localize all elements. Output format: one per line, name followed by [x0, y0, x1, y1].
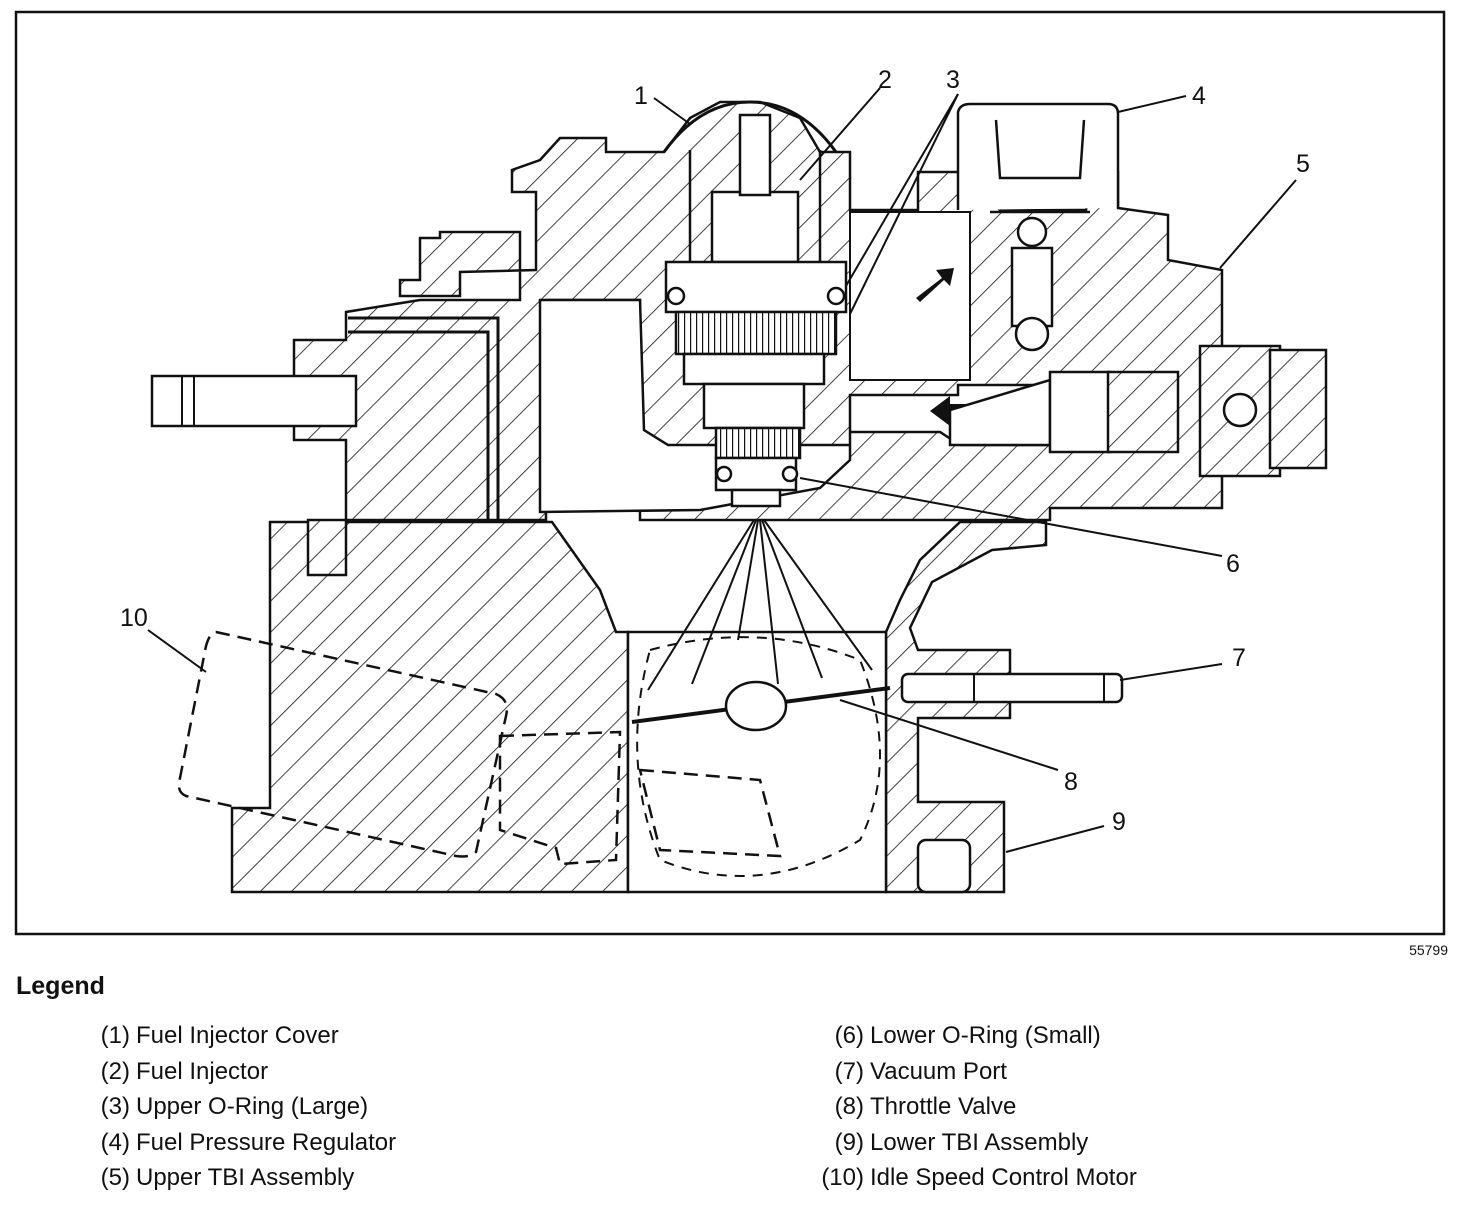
fuel-injector [664, 113, 848, 508]
callout-8: 8 [1064, 768, 1078, 796]
lower-o-ring-right [781, 465, 799, 483]
legend-number: (2) [100, 1057, 130, 1085]
legend-number: (10) [821, 1164, 864, 1191]
injector-cover-dome [662, 100, 838, 153]
fuel-spray-cone [647, 519, 873, 691]
legend-label: Throttle Valve [870, 1093, 1017, 1120]
callout-7: 7 [1232, 644, 1246, 672]
legend-number: (9) [834, 1128, 864, 1156]
lower-bolt-boss [916, 838, 972, 894]
legend-label: Lower O-Ring (Small) [870, 1022, 1101, 1049]
legend-label: Upper TBI Assembly [136, 1164, 355, 1191]
callout-6: 6 [1226, 550, 1240, 578]
legend-label: Upper O-Ring (Large) [136, 1093, 369, 1120]
legend-label: Lower TBI Assembly [870, 1128, 1089, 1156]
callout-9: 9 [1112, 808, 1126, 836]
legend-number: (1) [100, 1022, 130, 1049]
figure-id: 55799 [1409, 942, 1448, 958]
flow-arrow-up [916, 268, 954, 302]
idle-speed-control-motor [177, 630, 782, 866]
legend-number: (8) [834, 1093, 864, 1120]
lower-tbi-body [230, 520, 630, 894]
upper-o-ring-left [666, 286, 686, 306]
callout-leaders [147, 87, 1297, 853]
throttle-bore [626, 630, 888, 894]
fuel-inlet-pipe [150, 374, 358, 428]
legend-number: (6) [834, 1022, 864, 1049]
callout-10: 10 [120, 604, 148, 632]
legend-label: Fuel Pressure Regulator [136, 1128, 397, 1156]
lower-tbi-body-right [884, 520, 1048, 894]
legend-title: Legend [16, 972, 105, 1000]
callout-1: 1 [634, 82, 648, 110]
legend-number: (7) [834, 1057, 864, 1085]
fuel-outlet-fitting [948, 344, 1328, 478]
callout-2: 2 [878, 66, 892, 94]
throttle-shaft [724, 680, 788, 732]
upper-o-ring-right [826, 286, 846, 306]
legend-label: Fuel Injector [136, 1057, 269, 1085]
callout-3: 3 [946, 66, 960, 94]
diagram-frame [14, 10, 1446, 936]
legend-number: (5) [100, 1164, 130, 1191]
air-passage [849, 211, 971, 381]
throttle-body-outline [636, 636, 881, 877]
legend-number: (4) [100, 1128, 130, 1156]
legend-label: Vacuum Port [870, 1057, 1007, 1085]
callout-5: 5 [1296, 150, 1310, 178]
legend-label: Idle Speed Control Motor [870, 1164, 1137, 1191]
legend-label: Fuel Injector Cover [136, 1022, 339, 1049]
legend-number: (3) [100, 1093, 130, 1120]
vacuum-port [900, 672, 1124, 704]
fuel-pressure-regulator [956, 102, 1120, 352]
tbi-cross-section-diagram: 1 2 3 4 5 6 7 8 9 10 [14, 10, 1446, 936]
callout-4: 4 [1192, 82, 1206, 110]
lower-o-ring-left [715, 465, 733, 483]
bypass-tube [348, 316, 500, 520]
